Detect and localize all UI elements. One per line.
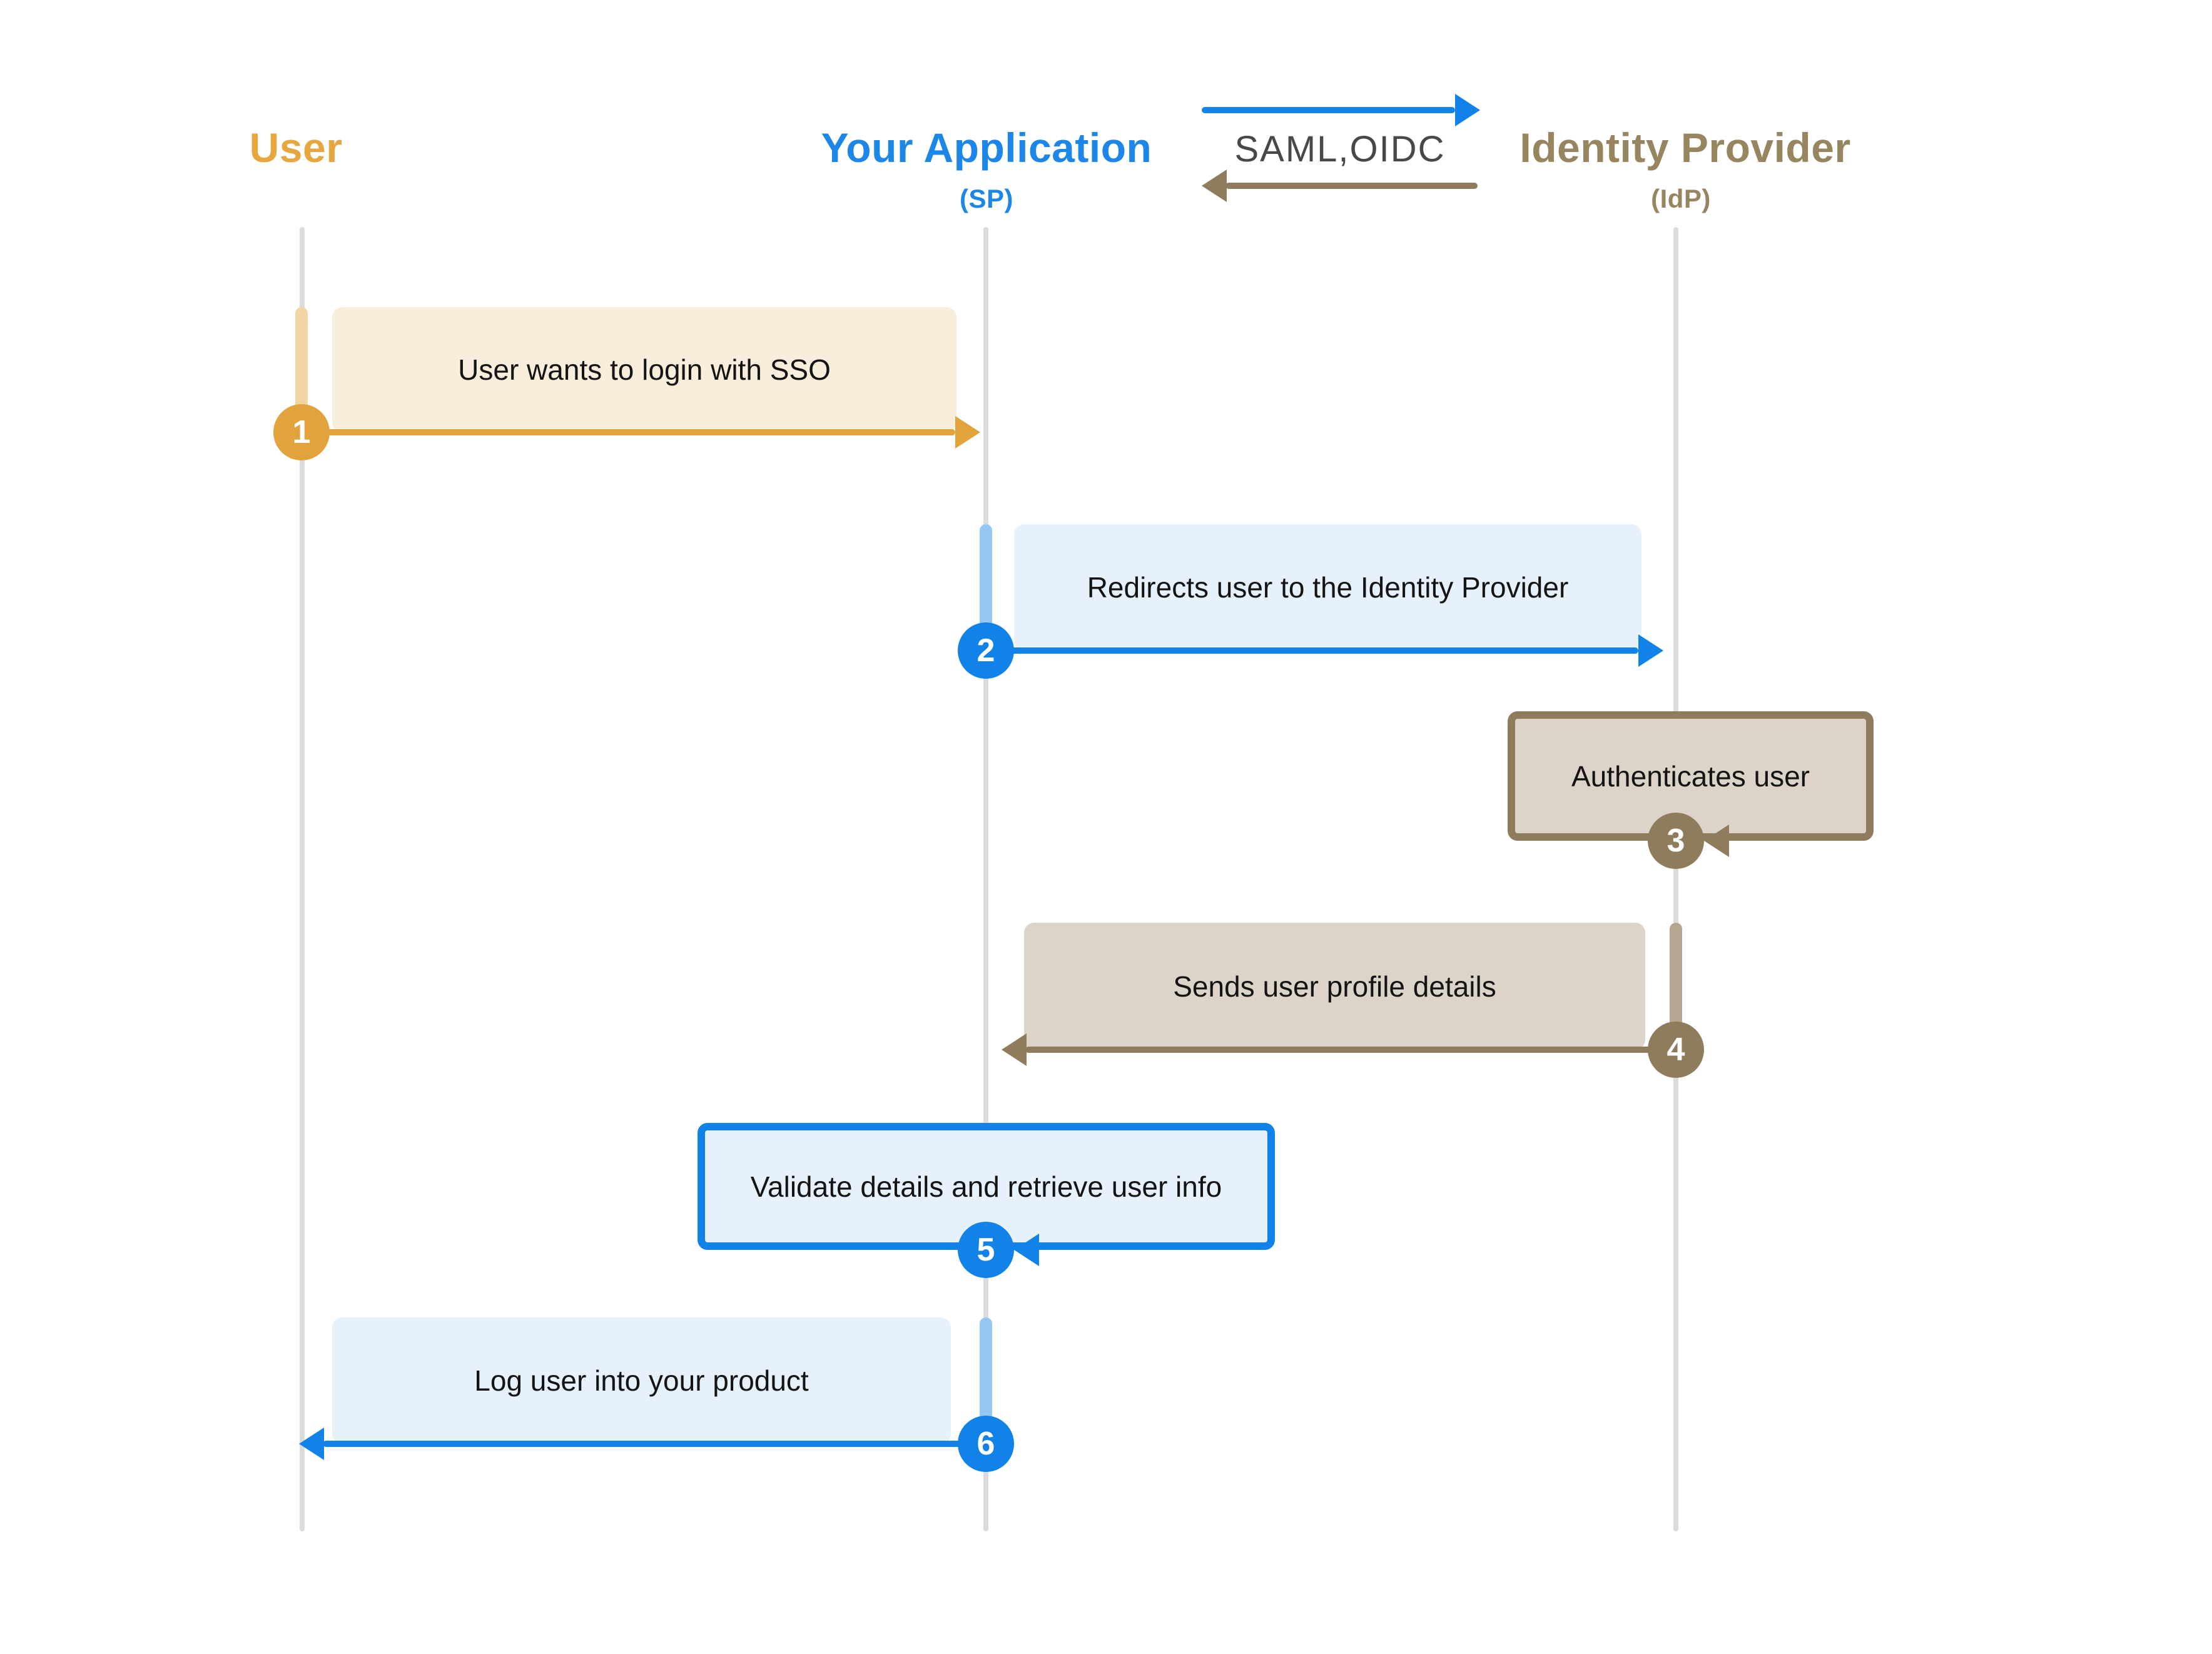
protocol-arrow-right-shaft [1202, 107, 1455, 113]
step4-arrowhead-left-icon [1002, 1033, 1027, 1066]
protocol-arrow-left-shaft [1225, 183, 1478, 189]
step5-message-label: Validate details and retrieve user info [750, 1170, 1222, 1203]
lifeline-your-application [983, 227, 988, 1531]
step5-message-box: Validate details and retrieve user info [698, 1123, 1275, 1250]
protocol-label: SAML,OIDC [1234, 129, 1446, 170]
actor-label-your-application: Your Application [821, 124, 1152, 171]
step2-number-badge: 2 [958, 622, 1014, 679]
step2-message-label: Redirects user to the Identity Provider [1087, 571, 1569, 604]
actor-label-user: User [249, 124, 343, 171]
step4-number-badge: 4 [1648, 1022, 1704, 1078]
step4-message-label: Sends user profile details [1173, 970, 1496, 1003]
step5-number-badge: 5 [958, 1222, 1014, 1278]
step3-message-label: Authenticates user [1571, 759, 1810, 793]
step4-message-box: Sends user profile details [1024, 923, 1645, 1050]
actor-sublabel-sp: (SP) [960, 184, 1013, 213]
lifeline-user [300, 227, 305, 1531]
step2-message-box: Redirects user to the Identity Provider [1014, 524, 1641, 651]
step1-message-label: User wants to login with SSO [458, 353, 831, 386]
step6-number-badge: 6 [958, 1416, 1014, 1472]
step1-activation-bar [295, 307, 308, 415]
step1-arrowhead-right-icon [955, 416, 980, 449]
lifeline-identity-provider [1673, 227, 1678, 1531]
step6-activation-bar [980, 1317, 992, 1426]
protocol-arrow-left-icon [1202, 170, 1227, 202]
step3-number-badge: 3 [1648, 813, 1704, 869]
step2-arrowhead-right-icon [1638, 634, 1663, 667]
step2-arrow-shaft [986, 647, 1638, 654]
step6-arrow-shaft [323, 1441, 986, 1447]
step2-activation-bar [980, 524, 992, 634]
actor-label-identity-provider: Identity Provider [1519, 124, 1851, 171]
step3-arrowhead-left-icon [1704, 824, 1729, 857]
step4-activation-bar [1670, 923, 1682, 1032]
step1-message-box: User wants to login with SSO [332, 307, 956, 432]
step6-arrowhead-left-icon [299, 1428, 324, 1460]
step6-message-box: Log user into your product [332, 1317, 951, 1444]
step1-arrow-shaft [302, 429, 955, 435]
actor-sublabel-idp: (IdP) [1651, 184, 1711, 213]
step1-number-badge: 1 [273, 404, 330, 460]
step6-message-label: Log user into your product [474, 1364, 809, 1397]
protocol-arrow-right-icon [1455, 94, 1480, 126]
step4-arrow-shaft [1025, 1047, 1676, 1053]
step5-arrowhead-left-icon [1014, 1234, 1039, 1266]
